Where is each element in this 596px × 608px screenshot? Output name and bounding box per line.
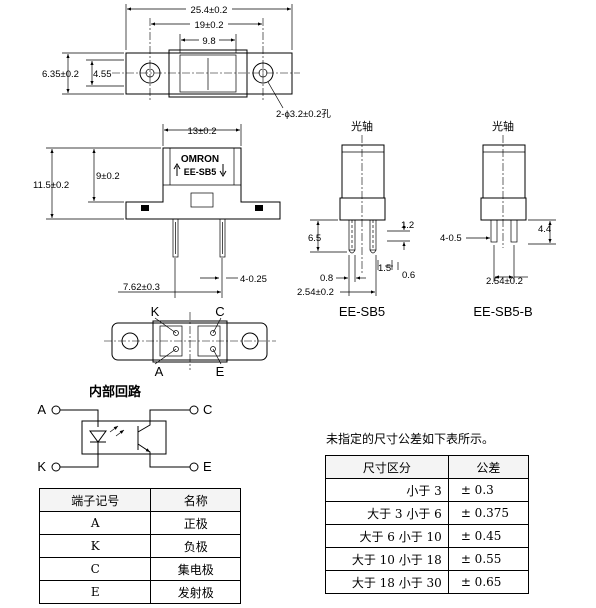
top-view: 25.4±0.2 19±0.2 9.8 6.35±0.2 4.55 2-ϕ3.2… [42, 3, 331, 120]
tolerance-value: ± 0.45 [447, 524, 530, 548]
table-row: 大于 18 小于 30 ± 0.65 [325, 570, 530, 594]
header-name: 名称 [150, 488, 241, 512]
dim-f: 2.54±0.2 [297, 287, 334, 298]
pin-c-label: C [215, 304, 224, 319]
dim-total-width: 25.4±0.2 [191, 5, 228, 16]
tolerance-value: ± 0.65 [447, 570, 530, 594]
dim-e: 0.6 [402, 270, 415, 281]
circuit-pin-c: C [203, 402, 212, 417]
dim-center-width: 9.8 [202, 36, 215, 47]
terminal-symbol: A [38, 511, 152, 535]
dim-a: 4-0.5 [440, 233, 462, 244]
dim-holes: 2-ϕ3.2±0.2孔 [276, 109, 331, 120]
dim-hole-pitch: 19±0.2 [195, 20, 224, 31]
dim-pin-pitch: 7.62±0.3 [123, 282, 160, 293]
terminal-table: 端子记号 名称 A 正极 K 负极 C 集电极 E 发射极 [38, 488, 241, 604]
dim-height-upper: 9±0.2 [96, 171, 120, 182]
table-row: 小于 3 ± 0.3 [325, 478, 530, 502]
header-terminal-symbol: 端子记号 [38, 488, 152, 512]
side-view-sb5: 光轴 6.5 1.2 1.5 0.6 0.8 2.5 [297, 119, 415, 319]
bottom-view: K C A E [104, 304, 276, 379]
dim-b: 6.5 [308, 233, 321, 244]
brand-label: OMRON [181, 154, 219, 165]
terminal-symbol: E [38, 580, 152, 604]
front-view: OMRON EE-SB5 13±0.2 9±0.2 11.5±0.2 7.62±… [33, 124, 281, 298]
model-sb5: EE-SB5 [339, 304, 385, 319]
circuit-pin-e: E [203, 459, 212, 474]
tolerance-title: 未指定的尺寸公差如下表所示。 [326, 432, 495, 446]
tolerance-value: ± 0.55 [447, 547, 530, 571]
dim-c: 1.5 [378, 263, 391, 274]
terminal-symbol: K [38, 534, 152, 558]
model-mark: EE-SB5 [184, 167, 217, 177]
pin-k-label: K [151, 304, 160, 319]
dim-b: 4.4 [538, 224, 551, 235]
dim-center-height: 4.55 [93, 69, 112, 80]
side-view-sb5b: 光轴 4.4 4-0.5 2.54±0.2 EE-SB5-B [440, 119, 556, 319]
dimension-range: 大于 3 小于 6 [325, 501, 449, 525]
optical-axis-label: 光轴 [351, 119, 373, 133]
circuit-title: 内部回路 [89, 385, 142, 400]
dim-pin: 4-0.25 [240, 274, 267, 285]
dim-d: 0.8 [320, 273, 333, 284]
dim-c: 2.54±0.2 [486, 276, 523, 287]
optical-axis-label: 光轴 [492, 119, 514, 133]
dim-a: 1.2 [401, 220, 414, 231]
dimension-range: 大于 6 小于 10 [325, 524, 449, 548]
table-row: 大于 3 小于 6 ± 0.375 [325, 501, 530, 525]
dim-height: 6.35±0.2 [42, 69, 79, 80]
circuit-pin-a: A [37, 402, 46, 417]
terminal-name: 负极 [150, 534, 241, 558]
table-row: A 正极 [38, 511, 241, 535]
dimension-range: 大于 10 小于 18 [325, 547, 449, 571]
header-tolerance: 公差 [447, 455, 530, 479]
terminal-name: 集电极 [150, 557, 241, 581]
header-dimension-range: 尺寸区分 [325, 455, 449, 479]
internal-circuit: A K C E [37, 402, 212, 474]
table-row: C 集电极 [38, 557, 241, 581]
tolerance-value: ± 0.3 [447, 478, 530, 502]
pin-a-label: A [155, 364, 164, 379]
table-row: 大于 10 小于 18 ± 0.55 [325, 547, 530, 571]
tolerance-value: ± 0.375 [447, 501, 530, 525]
table-row: E 发射极 [38, 580, 241, 604]
terminal-name: 发射极 [150, 580, 241, 604]
dim-height-total: 11.5±0.2 [33, 180, 69, 191]
dim-body-width: 13±0.2 [188, 126, 217, 137]
table-row: K 负极 [38, 534, 241, 558]
dimension-range: 小于 3 [325, 478, 449, 502]
model-sb5b: EE-SB5-B [473, 304, 532, 319]
terminal-name: 正极 [150, 511, 241, 535]
circuit-pin-k: K [37, 459, 46, 474]
table-row: 大于 6 小于 10 ± 0.45 [325, 524, 530, 548]
dimension-range: 大于 18 小于 30 [325, 570, 449, 594]
table-header-row: 端子记号 名称 [38, 488, 241, 512]
terminal-symbol: C [38, 557, 152, 581]
pin-e-label: E [216, 364, 225, 379]
table-header-row: 尺寸区分 公差 [325, 455, 530, 479]
tolerance-table: 尺寸区分 公差 小于 3 ± 0.3 大于 3 小于 6 ± 0.375 大于 … [325, 455, 530, 594]
